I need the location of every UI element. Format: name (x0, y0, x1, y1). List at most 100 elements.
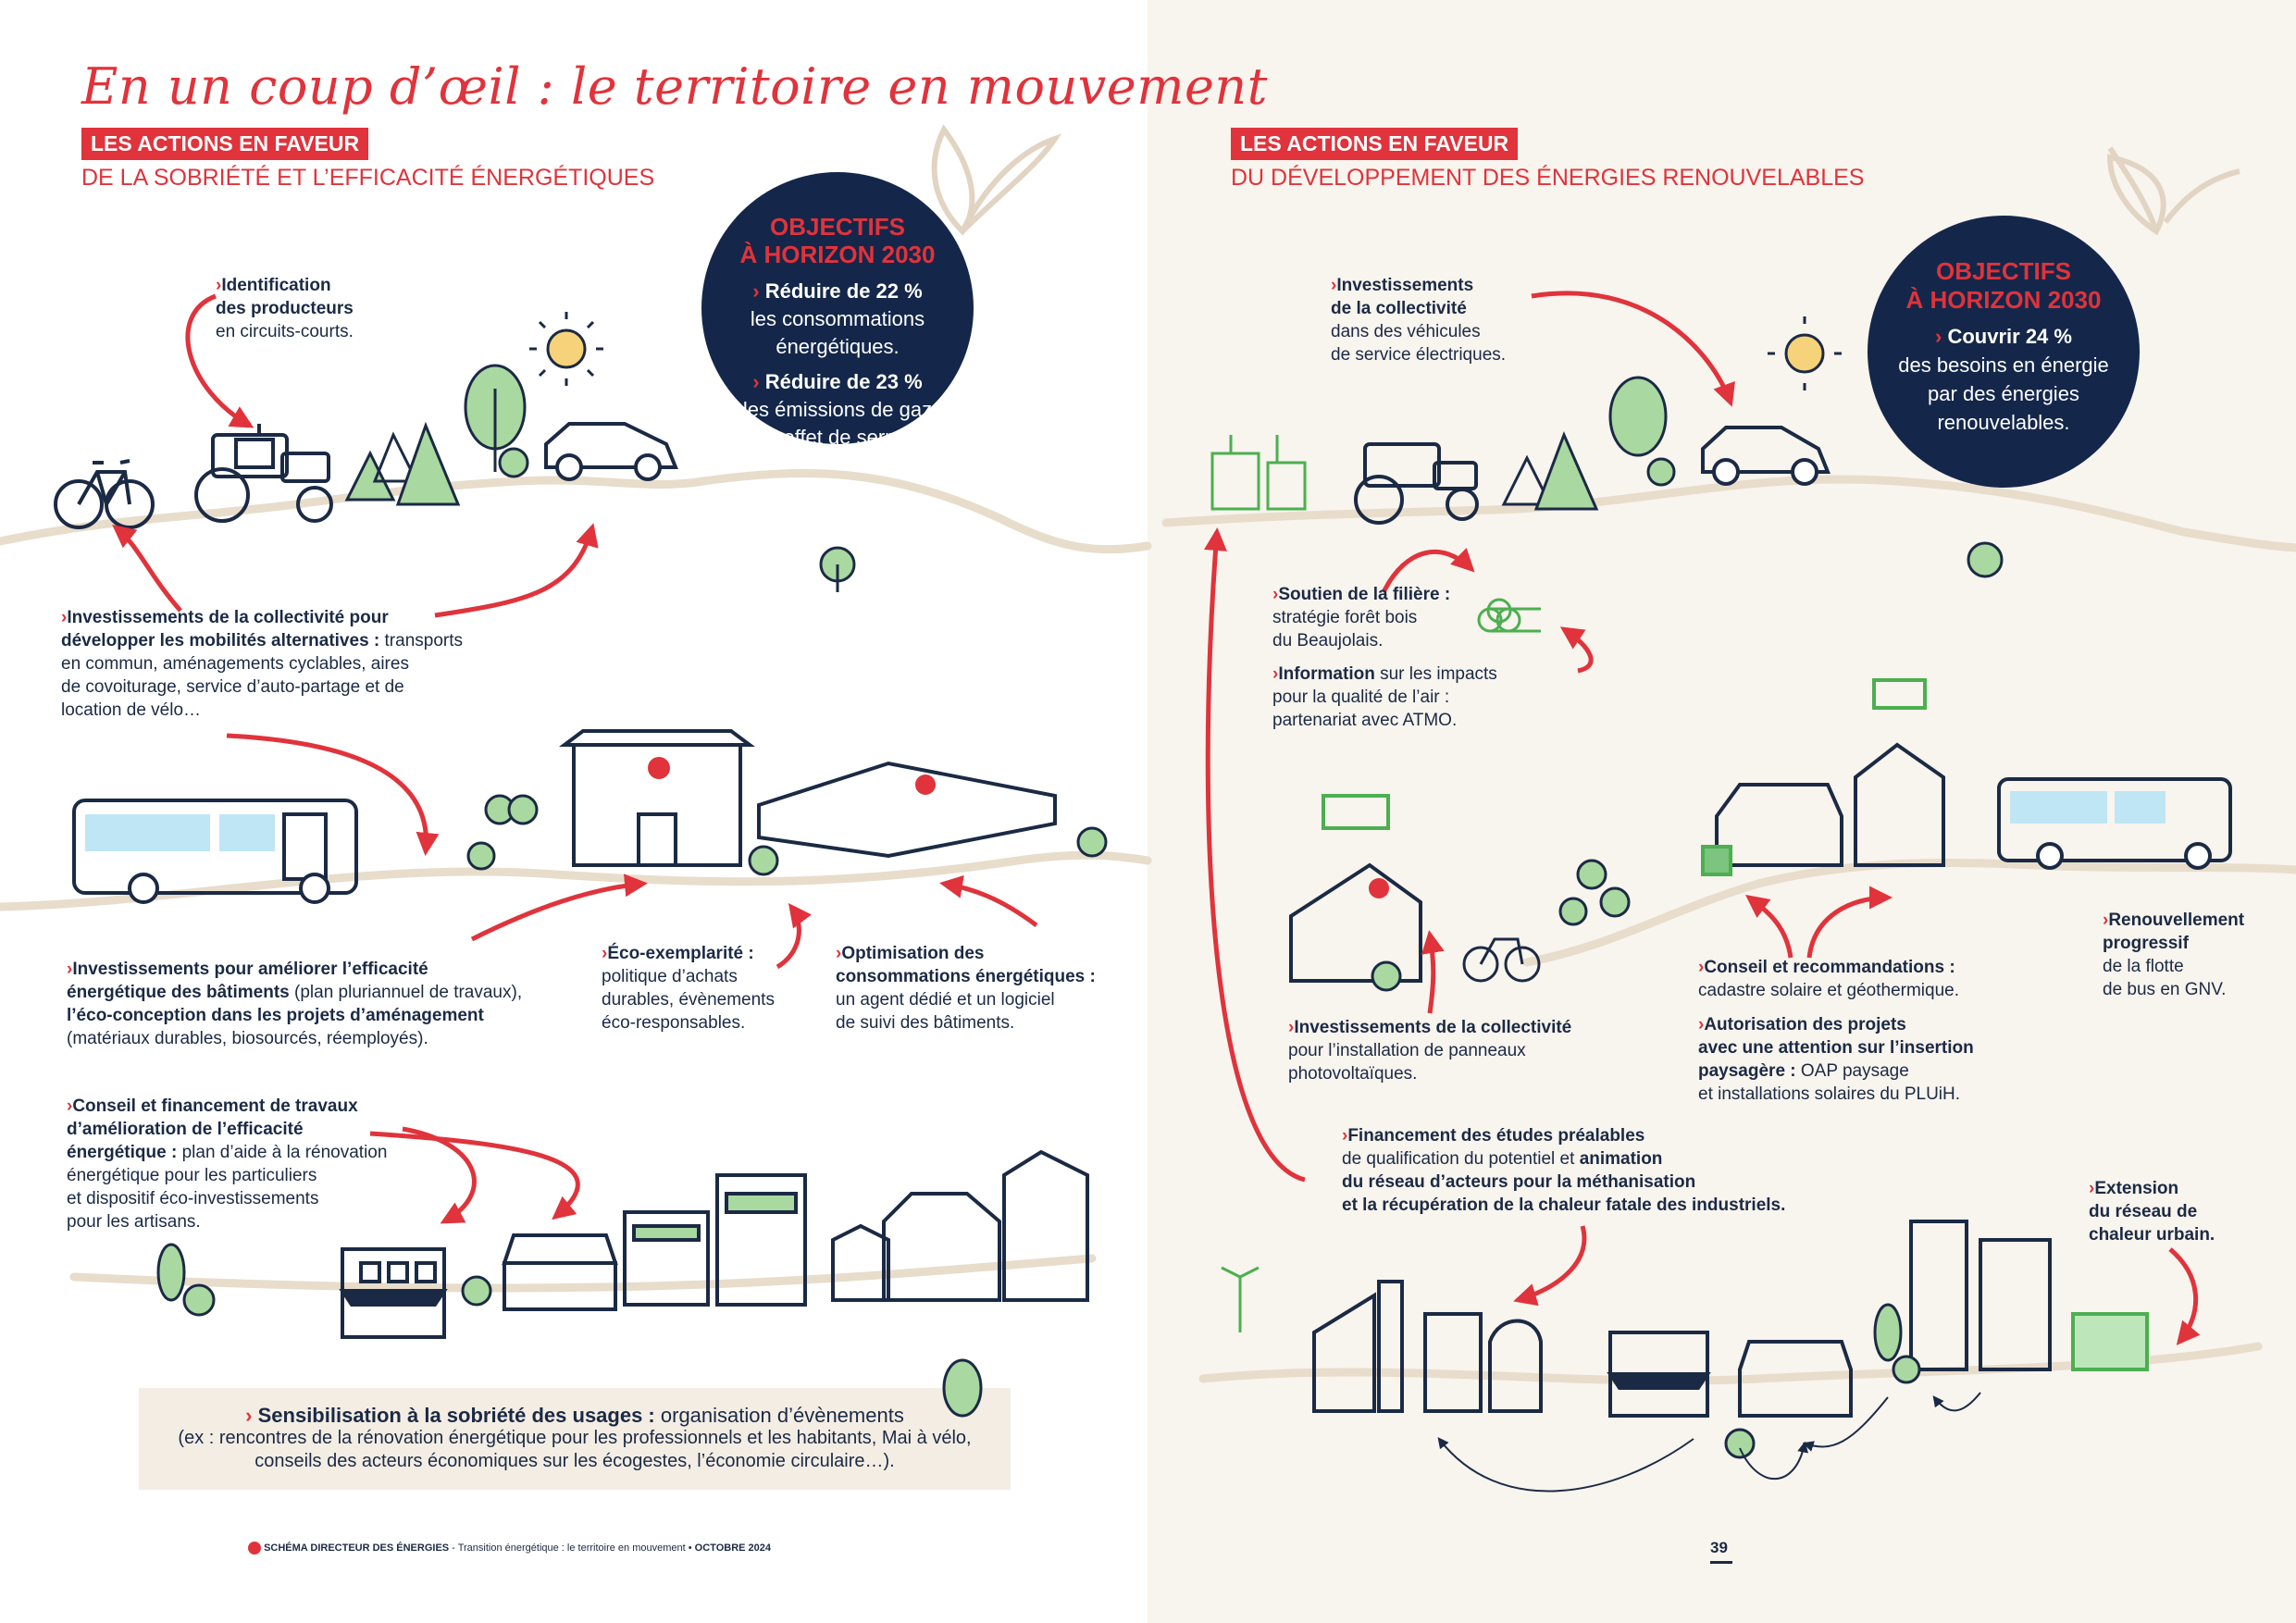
awareness-t3: conseils des acteurs économiques sur les… (254, 1451, 895, 1471)
auth-t4: et installations solaires du PLUiH. (1698, 1084, 1961, 1104)
objectives-circle-right (1868, 216, 2140, 488)
optim-t1: un agent dédié et un logiciel (836, 990, 1055, 1010)
wood-text: ›Soutien de la filière : stratégie forêt… (1272, 585, 1451, 650)
mobility-text: ›Investissements de la collectivité pour… (61, 608, 464, 720)
studies-t1: de qualification du potentiel et (1342, 1149, 1580, 1169)
objective-right-l2: par des énergies (1928, 382, 2079, 405)
town-hall-icon (559, 729, 755, 867)
mobility-b1: Investissements de la collectivité pour (67, 608, 389, 627)
eco-t3: éco-responsables. (602, 1013, 746, 1033)
mobility-t4: location de vélo… (61, 700, 202, 720)
solar-building-icon (1289, 794, 1422, 983)
auth-text: ›Autorisation des projets avec une atten… (1698, 1015, 1974, 1104)
tractor-right-icon (1354, 442, 1479, 525)
eco-b1: Éco-exemplarité : (607, 944, 754, 963)
objective-2-bold: Réduire de 23 % (764, 370, 923, 393)
info-b1: Information (1278, 664, 1375, 684)
advice-t1: cadastre solaire et géothermique. (1698, 981, 1959, 1000)
network-arrows (1437, 1392, 1981, 1493)
info-t3: partenariat avec ATMO. (1272, 711, 1458, 730)
page-number-underline (1710, 1561, 1732, 1564)
leaf-icon (942, 1358, 983, 1418)
small-tree-icon (819, 546, 856, 592)
studies-b4: et la récupération de la chaleur fatale … (1342, 1196, 1786, 1215)
wood-b1: Soutien de la filière : (1278, 585, 1451, 604)
bus-b2: progressif (2103, 934, 2189, 953)
info-t1: sur les impacts (1374, 664, 1497, 684)
renov-t5: et dispositif éco-investissements (67, 1189, 319, 1208)
pine-trees-right-icon (1501, 376, 1676, 511)
mobility-t2: en commun, aménagements cyclables, aires (61, 654, 409, 674)
eco-t1: politique d’achats (602, 967, 738, 986)
producers-text: ›Identification des producteurs en circu… (216, 276, 354, 341)
info-t2: pour la qualité de l’air : (1272, 688, 1450, 707)
right-arrows (1204, 291, 2201, 1345)
pine-trees-icon (344, 421, 461, 506)
auth-t3: OAP paysage (1795, 1061, 1909, 1081)
houses-bottom-right-icon (1738, 1220, 2149, 1418)
footer-b1: SCHÉMA DIRECTEUR DES ÉNERGIES (264, 1542, 450, 1554)
bus-right-icon (1997, 777, 2232, 870)
sports-hall-icon (757, 761, 1057, 859)
buildings-t4: (matériaux durables, biosourcés, réemplo… (67, 1029, 428, 1048)
producers-b1: Identification (221, 276, 331, 295)
pv-text: ›Investissements de la collectivité pour… (1288, 1018, 1572, 1084)
eco-text: ›Éco-exemplarité : politique d’achats du… (602, 944, 775, 1033)
vehicles-b2: de la collectivité (1331, 299, 1467, 318)
methanizer-icon (1210, 435, 1307, 511)
shop-icon (339, 1247, 448, 1339)
studies-b3: du réseau d’acteurs pour la méthanisatio… (1342, 1172, 1696, 1192)
houses-row-icon (502, 1149, 1089, 1311)
round-tree-icon (464, 364, 529, 478)
pv-t2: photovoltaïques. (1288, 1064, 1418, 1084)
producers-t1: en circuits-courts. (216, 322, 354, 341)
renov-text: ›Conseil et financement de travaux d’amé… (67, 1096, 388, 1232)
objective-right-bold: Couvrir 24 % (1947, 325, 2072, 348)
trees-right-icon (1371, 859, 1921, 1459)
buildings-b3: l’éco-conception dans les projets d’amén… (67, 1006, 484, 1025)
studies-text: ›Financement des études préalables de qu… (1342, 1126, 1786, 1215)
heat-b2: du réseau de (2089, 1202, 2198, 1221)
heat-b3: chaleur urbain. (2089, 1225, 2215, 1245)
page-title: En un coup d’œil : le territoire en mouv… (81, 57, 1268, 116)
awareness-text: › Sensibilisation à la sobriété des usag… (139, 1404, 1011, 1473)
footer: SCHÉMA DIRECTEUR DES ÉNERGIES - Transiti… (248, 1542, 771, 1555)
awareness-b1: Sensibilisation à la sobriété des usages… (257, 1404, 655, 1427)
producers-b2: des producteurs (216, 299, 354, 318)
renov-b3: énergétique : (67, 1143, 178, 1162)
objective-1-bold: Réduire de 22 % (764, 279, 923, 303)
buildings-b2: énergétique des bâtiments (67, 983, 290, 1002)
optim-text: ›Optimisation des consommations énergéti… (836, 944, 1096, 1033)
bus-renewal-text: ›Renouvellement progressif de la flotte … (2103, 911, 2245, 999)
advice-b1: Conseil et recommandations : (1704, 958, 1955, 977)
tractor-icon (194, 424, 333, 523)
sun-icon (529, 312, 603, 386)
awareness-t1: organisation d’évènements (654, 1404, 904, 1427)
trees-cluster-icon (466, 794, 1108, 876)
mobility-b2: développer les mobilités alternatives : (61, 631, 380, 650)
left-arrows (112, 293, 1038, 1224)
wood-logs-icon (1477, 598, 1541, 633)
auth-b2: avec une attention sur l’insertion (1698, 1038, 1974, 1058)
heat-b1: Extension (2094, 1179, 2179, 1198)
objective-1-line1: les consommations (750, 307, 925, 330)
vehicles-text: ›Investissements de la collectivité dans… (1331, 276, 1507, 365)
objectives-heading-1: OBJECTIFS (770, 213, 905, 241)
mobility-t1: transports (379, 631, 464, 650)
tag-renewables: LES ACTIONS EN FAVEUR (1231, 128, 1519, 160)
heat-text: ›Extension du réseau de chaleur urbain. (2089, 1179, 2215, 1245)
houses-solar-icon (1701, 678, 1945, 876)
small-tree-right-icon (1967, 541, 2004, 578)
studies-b1: Financement des études préalables (1347, 1126, 1645, 1146)
sun-right-icon (1768, 316, 1842, 390)
wood-t1: stratégie forêt bois (1272, 608, 1418, 627)
factory-icon (1312, 1280, 1543, 1413)
objectives-heading-2: À HORIZON 2030 (739, 241, 936, 268)
left-roads (0, 469, 1152, 1293)
footer-t1: - Transition énergétique : le territoire… (449, 1542, 695, 1554)
bicycle-right-icon (1462, 937, 1541, 983)
bus-b1: Renouvellement (2108, 911, 2245, 930)
objectives-right: OBJECTIFS À HORIZON 2030 › Couvrir 24 % … (1869, 257, 2138, 437)
mobility-t3: de covoiturage, service d’auto-partage e… (61, 677, 404, 697)
bus-t2: de bus en GNV. (2103, 980, 2227, 999)
